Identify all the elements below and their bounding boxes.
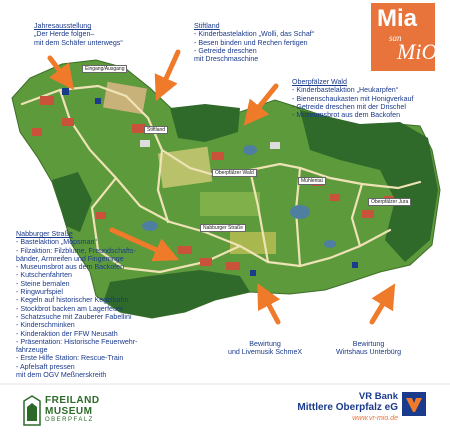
arrow-oberpfaelzer-wald [243, 83, 279, 126]
annotation-line: - Apfelsaft pressen [16, 362, 75, 371]
pond [142, 221, 158, 231]
forest-area-west [52, 172, 92, 232]
annotation-bewirtung-schmex: Bewirtung und Livemusik SchmeX [228, 340, 302, 357]
map-label-nabburger-strasse: Nabburger Straße [200, 224, 247, 232]
pond [243, 145, 257, 155]
info-icon [95, 98, 101, 104]
annotation-line: - Museumsbrot aus dem Backofen [292, 111, 401, 120]
annotation-title: Nabburger Straße [16, 230, 73, 238]
annotation-line: - Getreide dreschen mit der Drischel [292, 102, 406, 111]
annotation-line: Bewirtung [352, 340, 385, 348]
museum-emblem-icon [23, 395, 41, 426]
annotation-line: - Kinderbastelaktion „Heukarpfen“ [292, 86, 399, 95]
annotation-line: mit Dreschmaschine [194, 55, 259, 64]
annotation-title: Stiftland [194, 22, 220, 30]
restaurant-icon [250, 270, 256, 276]
field-plot [230, 232, 276, 254]
annotation-line: - Schatzsuche mit Zauberer Fabellini [16, 312, 132, 321]
logo-text: Mia [377, 5, 418, 32]
museum-region: OBERPFALZ [45, 417, 94, 423]
annotation-line: - Museumsbrot aus dem Backofen [16, 263, 125, 272]
museum-name: MUSEUM [45, 406, 93, 417]
annotation-jahresausstellung: Jahresausstellung „Der Herde folgen– mit… [34, 22, 123, 47]
vr-bank-block: VR Bank Mittlere Oberpfalz eG www.vr-mio… [297, 391, 398, 424]
annotation-line: - Steine bemalen [16, 279, 70, 288]
annotation-line: mit dem OGV Meßnerskreith [16, 371, 107, 380]
annotation-line: - Kinderbastelaktion „Wolli, das Schaf“ [194, 30, 315, 39]
annotation-nabburger-strasse: Nabburger Straße - Bastelaktion „Mopsman… [16, 230, 137, 379]
annotation-line: - Kinderschminken [16, 321, 75, 330]
map-terrain [11, 59, 441, 319]
annotation-line: - Bienenschaukasten mit Honigverkauf [292, 94, 414, 103]
annotation-line: bänder, Armreifen und Fingerringe [16, 254, 124, 263]
annotation-line: „Der Herde folgen– [34, 30, 95, 39]
arrow-bewirtung-unterbuerg [369, 283, 396, 325]
annotation-title: Oberpfälzer Wald [292, 78, 347, 86]
map-label-stiftland: Stiftland [144, 126, 169, 134]
mia-san-mio-logo: Mia san MiO [371, 3, 438, 71]
annotation-line: - Kinderaktion der FFW Neusath [16, 329, 118, 338]
bank-url: www.vr-mio.de [352, 415, 398, 422]
facility-icons [62, 88, 358, 276]
map-label-muehlental: Mühlental [298, 177, 326, 185]
forest-area-north [170, 104, 240, 142]
pond [324, 240, 336, 248]
logo-text: san [389, 33, 402, 43]
annotation-line: - Kegeln auf historischer Kegelbahn [16, 296, 129, 305]
arrow-stiftland [154, 49, 181, 102]
museum-name: FREILAND [45, 395, 100, 406]
annotation-oberpfaelzer-wald: Oberpfälzer Wald - Kinderbastelaktion „H… [292, 78, 413, 119]
annotation-line: - Besen binden und Rechen fertigen [194, 38, 308, 47]
bank-name-full: Mittlere Oberpfalz eG [297, 402, 398, 413]
arrow-nabburger-strasse [109, 227, 180, 262]
annotation-line: - Ringwurfspiel [16, 288, 63, 297]
annotation-line: - Filzaktion: Filzblume, Freundschafts- [16, 246, 136, 255]
annotation-bewirtung-unterbuerg: Bewirtung Wirtshaus Unterbürg [336, 340, 401, 357]
forest-area-south [104, 270, 250, 318]
map-label-oberpfaelzer-wald: Oberpfälzer Wald [212, 169, 257, 177]
restaurant-icon [352, 262, 358, 268]
annotation-line: - Präsentation: Historische Feuerwehr- [16, 337, 138, 346]
forest-area-east [300, 110, 438, 262]
annotation-line: und Livemusik SchmeX [228, 348, 303, 357]
bank-name: VR Bank [358, 391, 398, 402]
map-label-eingang: Eingang/Ausgang [82, 65, 128, 73]
annotation-line: - Erste Hilfe Station: Rescue-Train [16, 354, 124, 363]
annotation-line: - Getreide dreschen [194, 46, 257, 55]
annotation-line: - Bastelaktion „Mopsman“ [16, 238, 97, 247]
field-plot [200, 192, 260, 216]
pond [290, 205, 310, 219]
parking-icon [62, 88, 69, 95]
map-label-oberpfaelzer-jura: Oberpfälzer Jura [368, 198, 412, 206]
orange-arrows [47, 49, 396, 325]
annotation-line: Bewirtung [249, 340, 281, 348]
annotation-line: mit dem Schäfer unterwegs“ [34, 38, 123, 47]
annotation-line: - Kutschenfahrten [16, 271, 72, 280]
vr-bank-logo-icon [402, 392, 426, 416]
annotation-line: - Stockbrot backen am Lagerfeuer [16, 304, 124, 313]
annotation-line: fahrzeuge [16, 346, 48, 355]
annotation-title: Jahresausstellung [34, 22, 92, 30]
arrow-bewirtung-schmex [257, 283, 281, 325]
annotation-line: Wirtshaus Unterbürg [336, 348, 402, 357]
arrow-jahresausstellung [47, 55, 74, 90]
annotation-stiftland: Stiftland - Kinderbastelaktion „Wolli, d… [194, 22, 314, 63]
logo-text: MiO [397, 39, 438, 64]
